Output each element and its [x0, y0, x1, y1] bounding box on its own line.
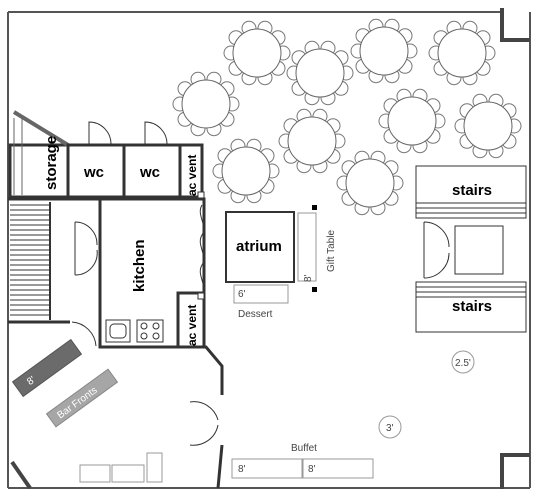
bar-fronts [45, 368, 119, 428]
round-table-top [437, 28, 487, 78]
round-table [223, 20, 291, 86]
round-table [454, 93, 522, 159]
buffet-size-2: 8' [308, 464, 316, 475]
buffet-table-1 [231, 458, 303, 479]
round-table-top [232, 28, 282, 78]
round-table-small-1: 2.5' [451, 350, 475, 374]
round-tables [172, 18, 522, 216]
round-small-2-size: 3' [386, 423, 394, 434]
round-table-top [181, 79, 231, 129]
stairs-bottom: stairs [415, 281, 527, 333]
round-table [172, 71, 240, 137]
lower-left-walls [8, 320, 224, 489]
round-table [336, 150, 404, 216]
round-small-1-size: 2.5' [455, 358, 471, 369]
atrium-label: atrium [236, 238, 282, 255]
storage-door[interactable] [12, 110, 70, 147]
outer-walls [7, 11, 531, 489]
round-table [278, 108, 346, 174]
round-table [378, 88, 446, 154]
ac-vent-bottom-label: ac vent [185, 305, 199, 346]
wc1-door[interactable] [88, 121, 112, 146]
buffet: Buffet 8' 8' [231, 443, 374, 479]
corner-posts [10, 8, 530, 490]
dessert-table: 6' Dessert [233, 284, 289, 320]
bar-table [11, 338, 83, 398]
ac-vent-top: ac vent [178, 143, 205, 199]
gift-table: 8' Gift Table [297, 205, 337, 292]
round-table-top [345, 158, 395, 208]
round-table-top [463, 101, 513, 151]
right-lower-double-door[interactable] [189, 401, 219, 446]
atrium: atrium [225, 211, 295, 283]
gift-table-size: 8' [303, 274, 314, 282]
round-table [350, 18, 418, 84]
left-double-door[interactable] [74, 221, 98, 276]
round-table-top [287, 116, 337, 166]
stair-lobby [423, 221, 504, 279]
wc2-door[interactable] [144, 121, 168, 146]
round-table-small-2: 3' [378, 415, 402, 439]
round-table [286, 40, 354, 106]
buffet-size-1: 8' [238, 464, 246, 475]
dessert-label: Dessert [238, 309, 273, 320]
wc1-label: wc [83, 164, 104, 181]
stove-icon [136, 319, 164, 343]
lower-left-door[interactable] [71, 321, 97, 347]
round-table-top [295, 48, 345, 98]
wc2-label: wc [139, 164, 160, 181]
bottom-left-tables [79, 452, 163, 483]
storage-label: storage [43, 136, 60, 190]
round-table-top [359, 26, 409, 76]
kitchen-label: kitchen [131, 239, 148, 292]
stairs-top: stairs [415, 165, 527, 219]
stairs-top-label: stairs [452, 182, 492, 199]
ac-vent-top-label: ac vent [185, 155, 199, 196]
round-table-top [221, 146, 271, 196]
round-table [428, 20, 496, 86]
buffet-table-2 [302, 458, 374, 479]
round-table [212, 138, 280, 204]
stairs-bottom-label: stairs [452, 298, 492, 315]
gift-table-label: Gift Table [326, 230, 337, 272]
sink-icon [105, 319, 131, 343]
storage-room: storage [8, 110, 70, 199]
buffet-label: Buffet [291, 443, 317, 454]
dessert-size: 6' [238, 289, 246, 300]
round-table-top [387, 96, 437, 146]
left-stairs [10, 202, 51, 320]
